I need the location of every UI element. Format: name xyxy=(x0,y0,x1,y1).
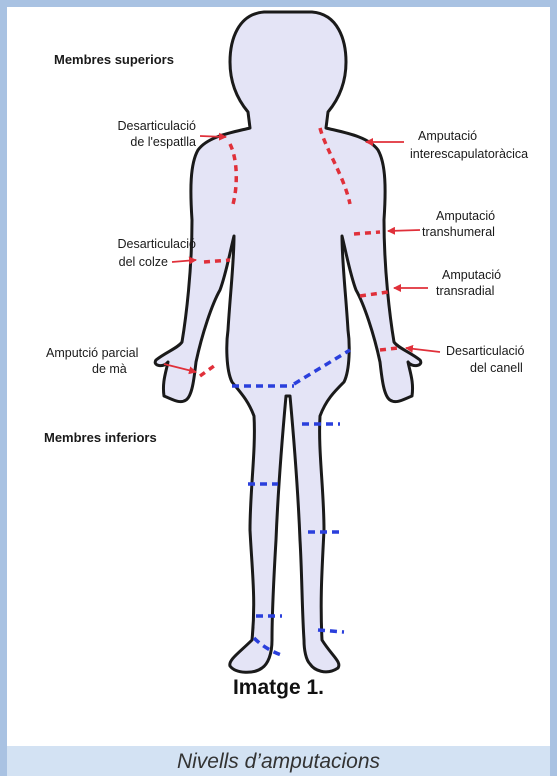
cut-elbow-disarticulation xyxy=(204,260,230,262)
label-shoulder-line1: Desarticulació xyxy=(117,119,196,133)
label-transrad-line2: transradial xyxy=(436,284,494,298)
label-elbow-line1: Desarticulació xyxy=(117,237,196,251)
lower-limbs-label: Membres inferiors xyxy=(44,430,157,445)
label-transrad-line1: Amputació xyxy=(442,268,501,282)
body-silhouette xyxy=(155,12,421,672)
label-transhum-line2: transhumeral xyxy=(422,225,495,239)
label-shoulder-line2: de l'espatlla xyxy=(130,135,196,149)
arrow-shoulder xyxy=(200,136,226,137)
body-diagram: Membres superiors Membres inferiors Desa… xyxy=(7,7,550,677)
arrow-wrist xyxy=(406,348,440,352)
label-hand-line1: Amputció parcial xyxy=(46,346,138,360)
cut-ankle-right xyxy=(318,630,344,632)
figure-panel: Membres superiors Membres inferiors Desa… xyxy=(7,7,550,707)
caption-subtitle: Nivells d’amputacions xyxy=(7,746,550,776)
cut-partial-hand xyxy=(200,366,214,376)
upper-limbs-label: Membres superiors xyxy=(54,52,174,67)
cut-transhumeral xyxy=(354,232,380,234)
label-hand-line2: de mà xyxy=(92,362,127,376)
caption-title: Imatge 1. xyxy=(0,676,557,700)
label-interscap-line1: Amputació xyxy=(418,129,477,143)
label-wrist-line2: del canell xyxy=(470,361,523,375)
arrow-transhumeral xyxy=(388,230,420,231)
label-interscap-line2: interescapulatoràcica xyxy=(410,147,528,161)
label-elbow-line2: del colze xyxy=(119,255,168,269)
label-wrist-line1: Desarticulació xyxy=(446,344,525,358)
label-transhum-line1: Amputació xyxy=(436,209,495,223)
